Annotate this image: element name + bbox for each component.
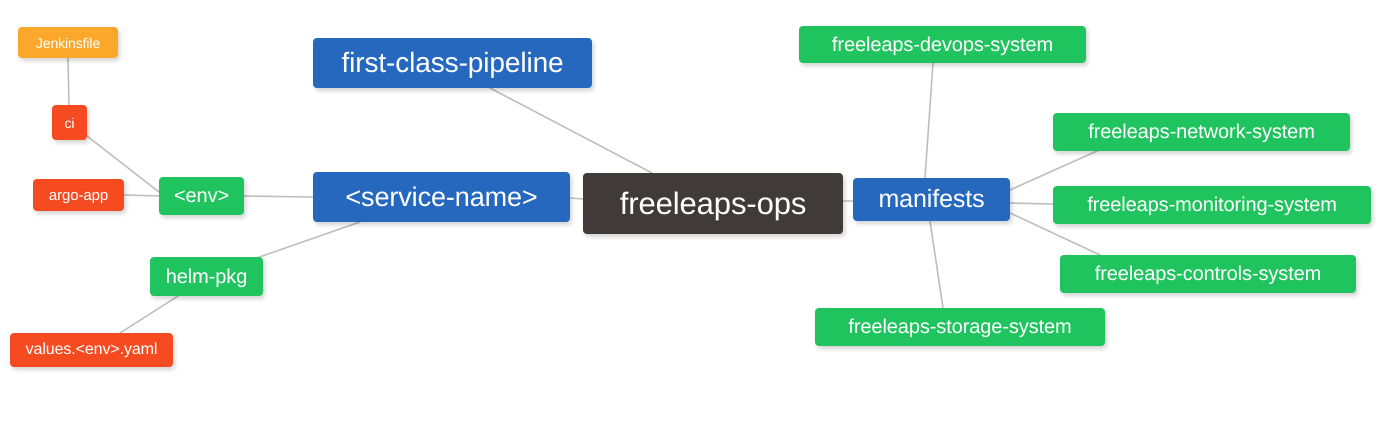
node-jenkinsfile[interactable]: Jenkinsfile [18,27,118,58]
edge-service-name-to-freeleaps-ops [569,197,584,200]
node-label-env: <env> [173,185,230,207]
node-label-freeleaps-storage-system: freeleaps-storage-system [848,316,1072,338]
node-label-service-name: <service-name> [345,181,538,212]
node-label-values-yaml: values.<env>.yaml [25,341,158,358]
edge-jenkinsfile-to-ci [67,57,70,106]
node-label-manifests: manifests [878,185,985,213]
node-label-freeleaps-ops: freeleaps-ops [619,186,807,221]
node-service-name[interactable]: <service-name> [313,172,570,222]
node-first-class-pipeline[interactable]: first-class-pipeline [313,38,592,88]
node-argo-app[interactable]: argo-app [33,179,124,211]
node-label-ci: ci [64,114,75,131]
node-env[interactable]: <env> [159,177,244,215]
node-label-helm-pkg: helm-pkg [165,265,248,288]
node-label-first-class-pipeline: first-class-pipeline [341,47,564,78]
edge-manifests-to-freeleaps-devops-system [924,62,934,179]
edge-manifests-to-freeleaps-network-system [1009,150,1098,191]
node-freeleaps-ops[interactable]: freeleaps-ops [583,173,843,234]
node-label-jenkinsfile: Jenkinsfile [35,34,101,51]
edge-first-class-pipeline-to-freeleaps-ops [489,87,653,174]
node-label-freeleaps-monitoring-system: freeleaps-monitoring-system [1087,194,1337,216]
edge-manifests-to-freeleaps-storage-system [929,220,944,309]
node-freeleaps-storage-system[interactable]: freeleaps-storage-system [815,308,1105,346]
node-freeleaps-devops-system[interactable]: freeleaps-devops-system [799,26,1086,63]
node-label-freeleaps-devops-system: freeleaps-devops-system [831,33,1054,56]
node-label-freeleaps-network-system: freeleaps-network-system [1088,121,1315,143]
edge-helm-pkg-to-service-name [244,221,361,263]
edge-manifests-to-freeleaps-monitoring-system [1009,202,1054,205]
node-helm-pkg[interactable]: helm-pkg [150,257,263,296]
node-label-freeleaps-controls-system: freeleaps-controls-system [1094,263,1322,285]
node-label-argo-app: argo-app [48,186,109,204]
node-freeleaps-controls-system[interactable]: freeleaps-controls-system [1060,255,1356,293]
node-freeleaps-monitoring-system[interactable]: freeleaps-monitoring-system [1053,186,1371,224]
node-freeleaps-network-system[interactable]: freeleaps-network-system [1053,113,1350,151]
node-manifests[interactable]: manifests [853,178,1010,221]
node-ci[interactable]: ci [52,105,87,140]
edge-values-yaml-to-helm-pkg [119,295,179,334]
edge-argo-app-to-env [123,194,160,197]
edge-env-to-service-name [243,195,314,198]
node-values-yaml[interactable]: values.<env>.yaml [10,333,173,367]
